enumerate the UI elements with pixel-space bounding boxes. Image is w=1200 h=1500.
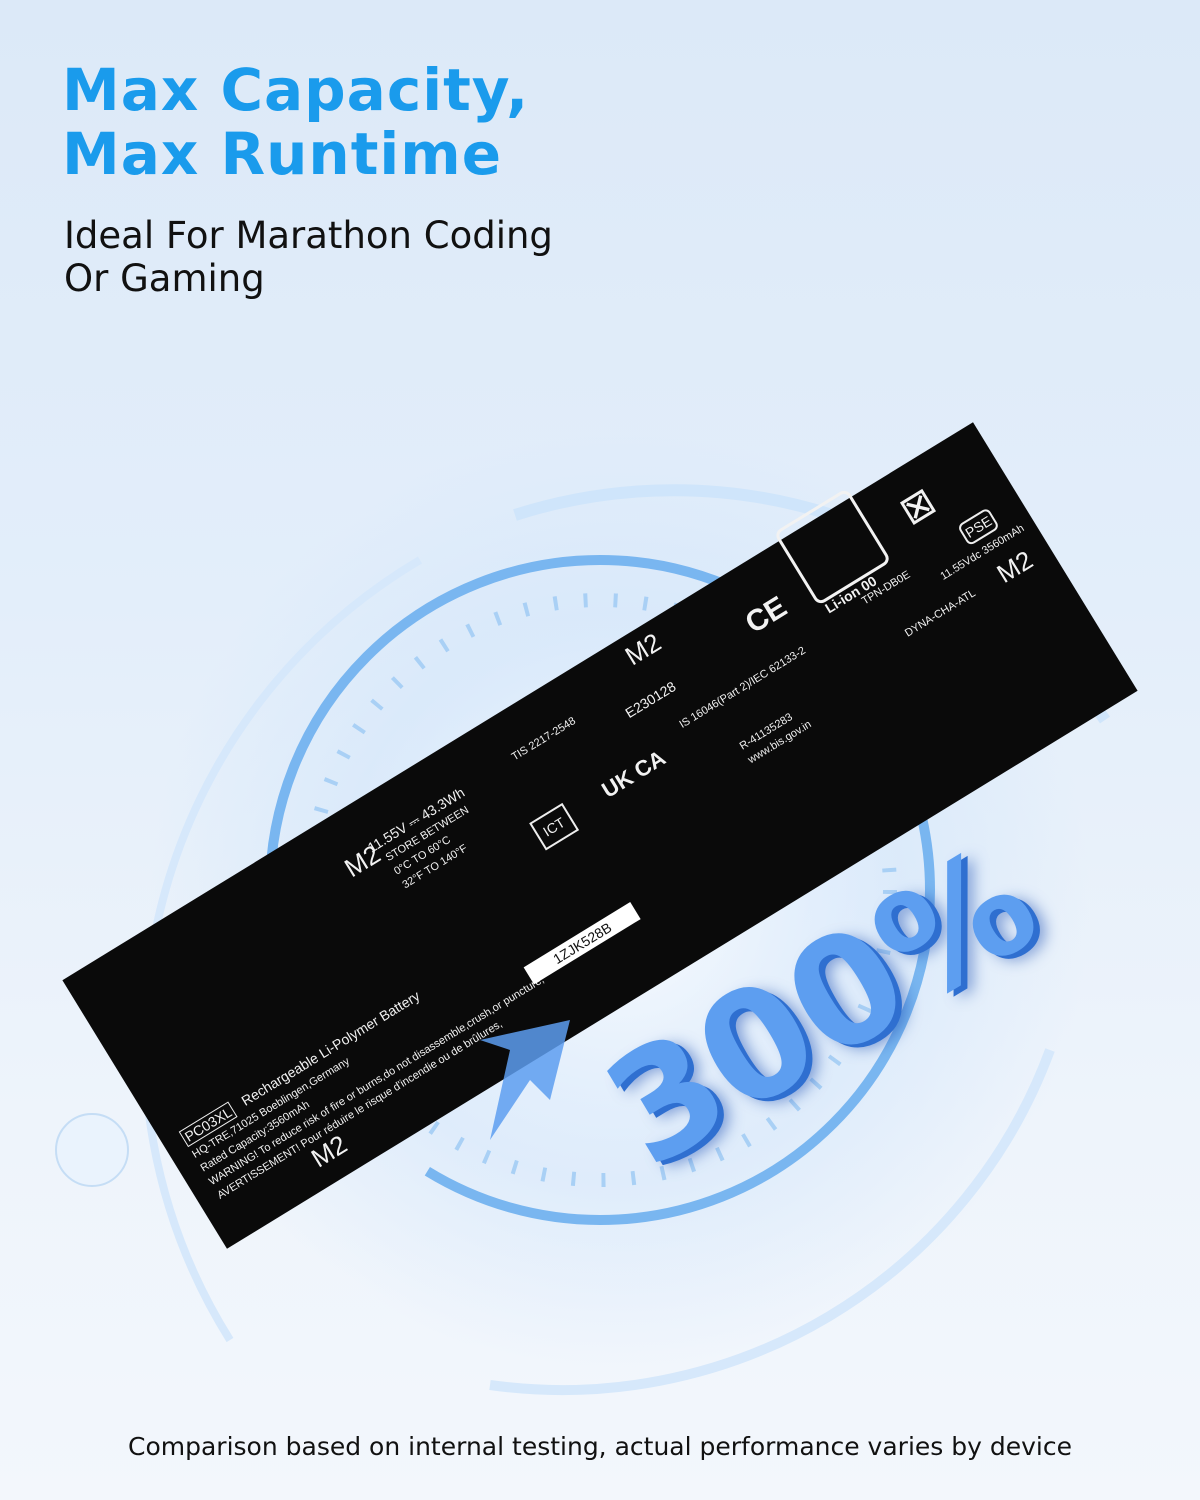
water-droplet [55,1113,129,1187]
subheadline-line-1: Ideal For Marathon Coding [64,214,553,257]
subheadline-line-2: Or Gaming [64,257,265,300]
mount-label: M2 [991,544,1038,589]
disclaimer: Comparison based on internal testing, ac… [128,1432,1072,1461]
mount-label: M2 [619,626,667,672]
ukca-mark: UK CA [597,745,670,803]
subheadline: Ideal For Marathon Coding Or Gaming [64,214,553,300]
ce-mark: CE [739,590,793,641]
headline: Max Capacity, Max Runtime [62,58,529,186]
outer-ring-arc [489,1048,1055,1396]
outer-ring-arc [140,556,423,1343]
tis-cert: TIS 2217-2548 [509,715,578,764]
serial-sticker: 1ZJK528B [523,901,641,985]
headline-line-2: Max Runtime [62,120,503,188]
headline-line-1: Max Capacity, [62,56,530,124]
crossed-bin-icon: ⊠ [891,479,944,535]
ict-mark: ICT [529,803,579,851]
up-arrow-icon [480,1020,570,1140]
ul-cert: E230128 [622,678,679,722]
manufacturer-code: DYNA-CHA-ATL [902,587,978,640]
tick-ring [303,593,897,1187]
